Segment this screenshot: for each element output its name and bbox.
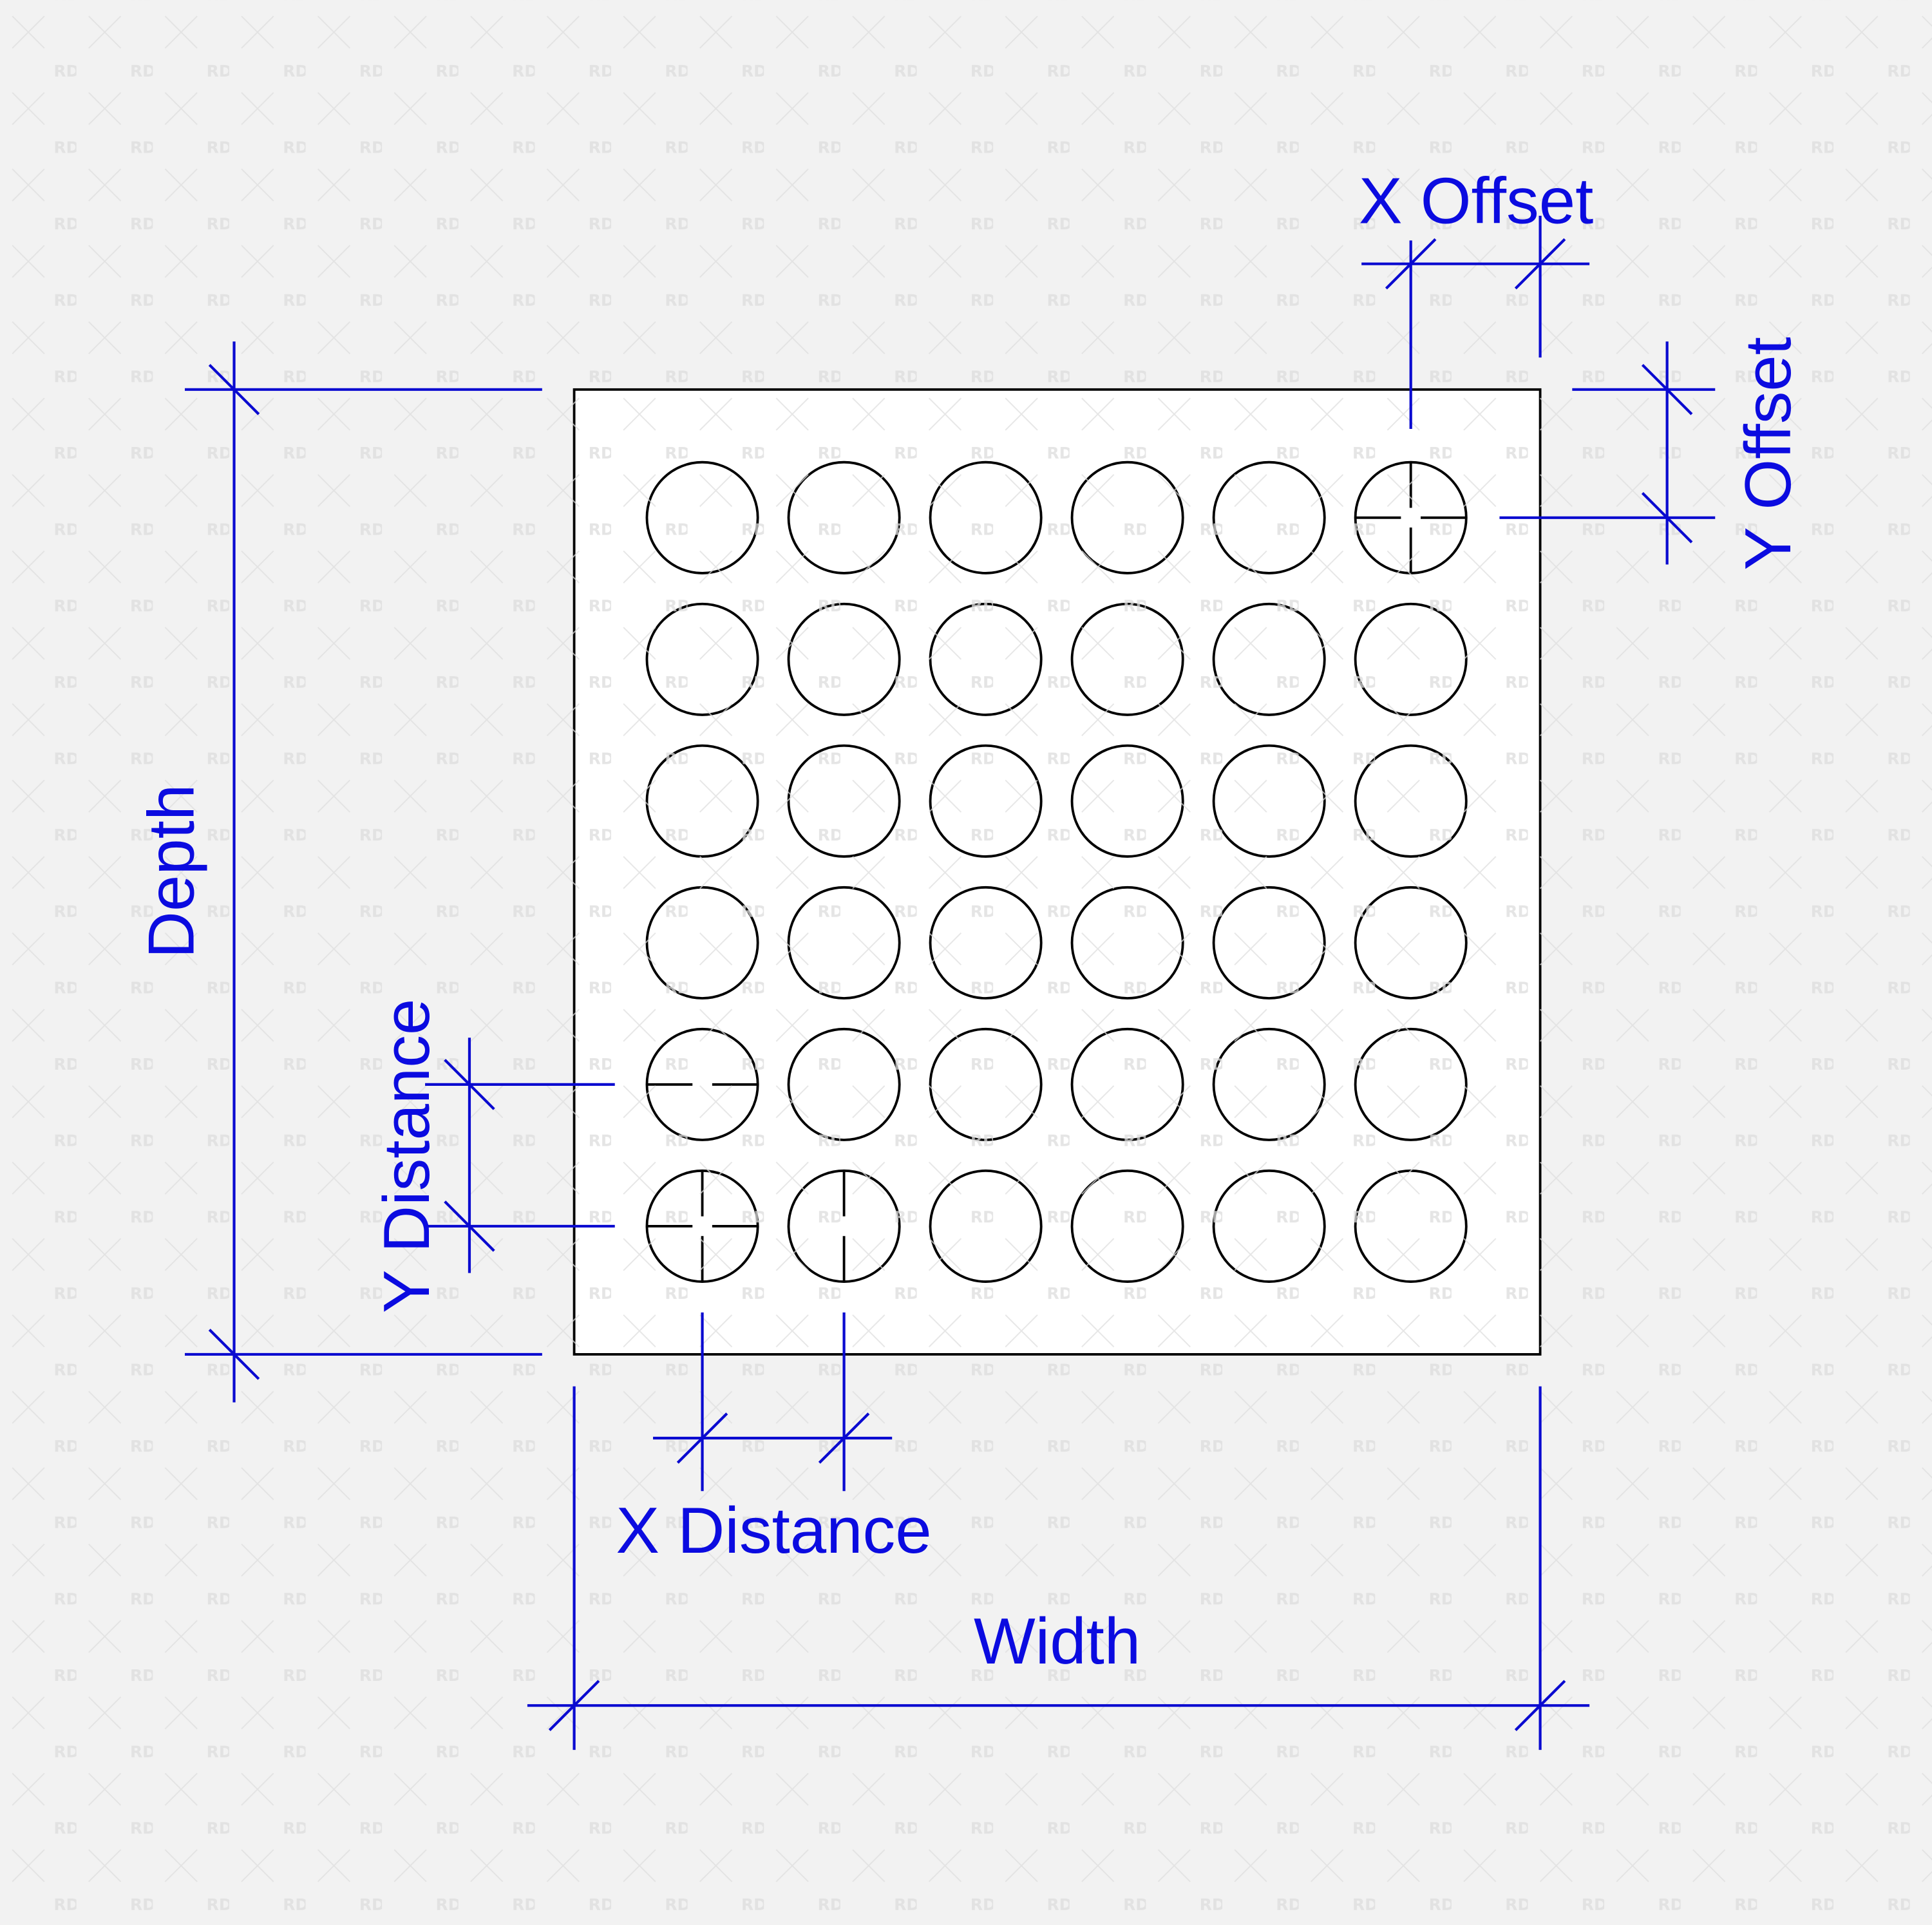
x-distance-label: X Distance — [616, 1494, 931, 1567]
x-offset-label: X Offset — [1359, 165, 1593, 238]
plate — [573, 388, 1542, 1356]
x-offset-dimension: X Offset — [1359, 165, 1593, 430]
depth-label: Depth — [135, 784, 207, 959]
depth-dimension: Depth — [135, 341, 542, 1403]
x-distance-dimension: X Distance — [616, 1312, 932, 1567]
y-offset-dimension: Y Offset — [1499, 337, 1804, 571]
y-distance-dimension: Y Distance — [370, 999, 615, 1313]
width-dimension: Width — [527, 1386, 1590, 1750]
width-label: Width — [974, 1605, 1141, 1678]
y-distance-label: Y Distance — [370, 999, 443, 1313]
y-offset-label: Y Offset — [1732, 337, 1804, 571]
